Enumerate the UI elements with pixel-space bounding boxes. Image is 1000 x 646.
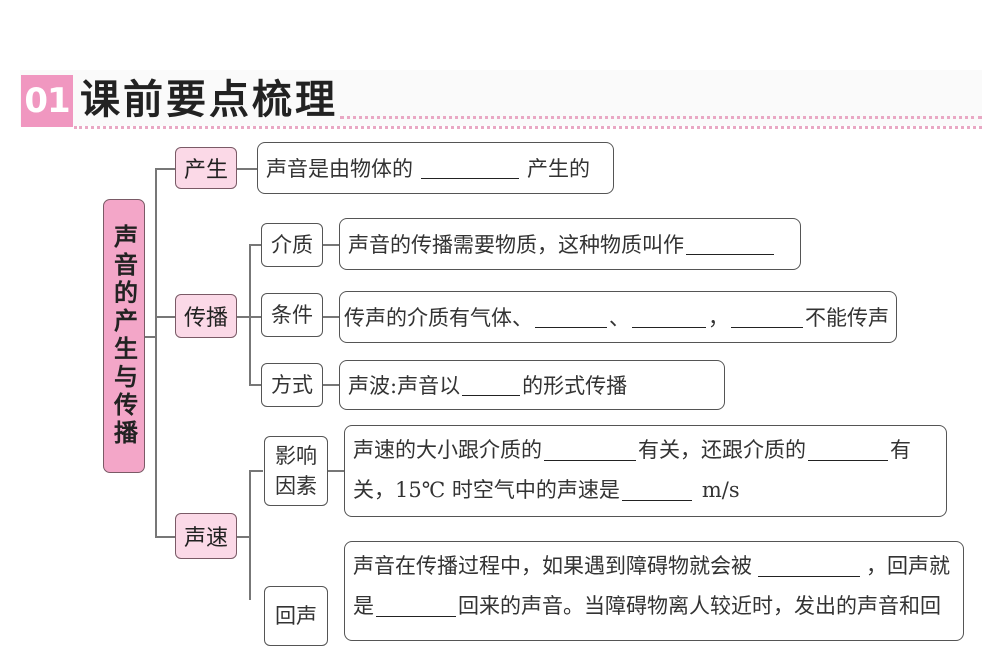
answer-blank[interactable] — [808, 439, 888, 461]
connector-line — [155, 536, 175, 538]
node-medium: 介质 — [261, 223, 323, 267]
connector-line — [237, 168, 257, 170]
connector-line — [249, 470, 263, 472]
text: 的形式传播 — [522, 374, 628, 398]
text: ，回声就 — [866, 554, 950, 578]
text: 、 — [609, 306, 630, 330]
text: 回来的声音。当障碍物离人较近时，发出的声音和回 — [458, 594, 941, 618]
text: 声速的大小跟介质的 — [353, 438, 542, 462]
content-method: 声波:声音以 的形式传播 — [339, 360, 725, 410]
root-node: 声音的产生与传播 — [103, 199, 145, 473]
node-propagation: 传播 — [175, 294, 237, 338]
section-number-badge: 01 — [21, 75, 73, 127]
connector-line — [249, 244, 261, 246]
text: ， — [708, 306, 729, 330]
answer-blank[interactable] — [758, 555, 860, 577]
node-label-line: 影响 — [275, 444, 317, 468]
text-line: 声音在传播过程中，如果遇到障碍物就会被 ，回声就 — [353, 546, 955, 586]
answer-blank[interactable] — [544, 439, 636, 461]
section-title: 课前要点梳理 — [80, 77, 338, 123]
node-label: 介质 — [271, 233, 313, 257]
root-label: 声音的产生与传播 — [109, 224, 138, 448]
text: 是 — [353, 594, 374, 618]
connector-line — [249, 244, 251, 384]
connector-line — [155, 316, 175, 318]
connector-line — [237, 316, 249, 318]
content-production: 声音是由物体的 产生的 — [257, 142, 614, 194]
text: 有 — [890, 438, 911, 462]
answer-blank[interactable] — [462, 374, 521, 396]
text-line: 声速的大小跟介质的 有关，还跟介质的 有 — [353, 430, 938, 470]
node-condition: 条件 — [261, 293, 323, 337]
connector-line — [323, 316, 339, 318]
dotted-divider-upper — [340, 116, 982, 119]
node-label: 传播 — [183, 306, 228, 331]
answer-blank[interactable] — [535, 306, 607, 328]
text: 产生的 — [527, 157, 590, 181]
text: 不能传声 — [805, 306, 889, 330]
connector-line — [249, 384, 261, 386]
answer-blank[interactable] — [421, 157, 519, 179]
node-label: 回声 — [275, 604, 317, 628]
text: 关，15℃ 时空气中的声速是 — [353, 478, 620, 502]
connector-line — [155, 168, 157, 536]
content-influencing-factors: 声速的大小跟介质的 有关，还跟介质的 有 关，15℃ 时空气中的声速是 m/s — [344, 425, 947, 517]
node-influencing-factors: 影响 因素 — [264, 436, 328, 506]
answer-blank[interactable] — [632, 306, 706, 328]
node-label-line: 因素 — [275, 474, 317, 498]
text: 声音在传播过程中，如果遇到障碍物就会被 — [353, 554, 752, 578]
text: 声音的传播需要物质，这种物质叫作 — [348, 233, 684, 257]
answer-blank[interactable] — [376, 595, 456, 617]
text: 有关，还跟介质的 — [638, 438, 806, 462]
connector-line — [249, 470, 251, 600]
content-echo: 声音在传播过程中，如果遇到障碍物就会被 ，回声就 是 回来的声音。当障碍物离人较近时… — [344, 541, 964, 641]
dotted-divider-lower — [74, 126, 982, 129]
answer-blank[interactable] — [621, 479, 692, 501]
connector-line — [237, 536, 249, 538]
content-condition: 传声的介质有气体、 、 ， 不能传声 — [339, 291, 897, 343]
text: m/s — [701, 478, 740, 502]
node-production: 产生 — [175, 147, 237, 189]
node-label: 产生 — [183, 158, 228, 183]
node-echo: 回声 — [264, 586, 328, 646]
text: 传声的介质有气体、 — [344, 306, 533, 330]
node-sound-speed: 声速 — [175, 513, 237, 559]
text-line: 关，15℃ 时空气中的声速是 m/s — [353, 470, 938, 510]
text: 声波:声音以 — [348, 374, 461, 398]
node-label: 条件 — [271, 303, 313, 327]
text: 声音是由物体的 — [266, 157, 413, 181]
text-line: 是 回来的声音。当障碍物离人较近时，发出的声音和回 — [353, 586, 955, 626]
answer-blank[interactable] — [686, 233, 774, 255]
node-label: 声速 — [183, 526, 228, 551]
content-medium: 声音的传播需要物质，这种物质叫作 — [339, 218, 801, 270]
node-label: 方式 — [271, 373, 313, 397]
answer-blank[interactable] — [731, 306, 803, 328]
connector-line — [145, 336, 155, 338]
node-method: 方式 — [261, 363, 323, 407]
connector-line — [328, 470, 344, 472]
connector-line — [249, 316, 261, 318]
connector-line — [323, 384, 339, 386]
connector-line — [323, 244, 339, 246]
connector-line — [155, 168, 175, 170]
